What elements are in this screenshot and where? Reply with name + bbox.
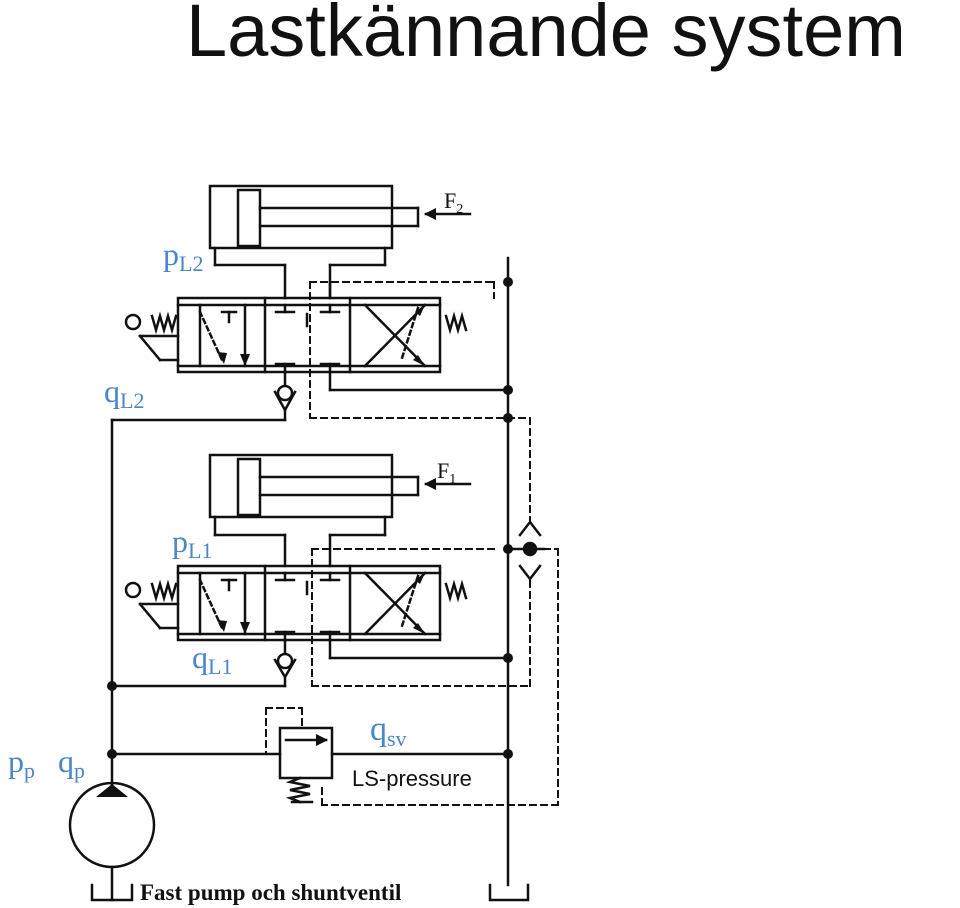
slide-title-text: Lastkännande system — [186, 0, 906, 72]
tank-symbols — [90, 865, 530, 902]
label-pL1: pL1 — [172, 523, 212, 563]
return-line — [328, 256, 510, 887]
label-qp: qp — [58, 743, 85, 783]
cylinder-2 — [208, 184, 420, 300]
valve-2 — [124, 296, 468, 374]
pump-supply-line — [110, 418, 510, 790]
force-arrow-f2 — [424, 208, 472, 220]
label-f2: F2 — [444, 188, 463, 217]
label-f1: F1 — [437, 458, 456, 487]
slide-title: Lastkännande system — [0, 0, 960, 90]
ls-pressure-label: LS-pressure — [352, 766, 472, 791]
label-pL2: pL2 — [163, 236, 203, 276]
check-valve-1 — [273, 638, 297, 688]
label-qL2: qL2 — [104, 373, 144, 413]
shuttle-valve — [506, 519, 546, 582]
label-pp: pp — [8, 743, 35, 783]
junction-dots — [107, 277, 513, 759]
valve-1 — [124, 564, 468, 642]
label-qsv: qsv — [370, 711, 407, 751]
cylinder-1 — [208, 453, 420, 568]
force-arrow-f1 — [424, 478, 472, 490]
pump-symbol — [68, 781, 156, 869]
shunt-valve — [278, 726, 334, 804]
caption: Fast pump och shuntventil — [140, 880, 401, 905]
label-qL1: qL1 — [192, 639, 232, 679]
ls-signal-lines — [265, 281, 559, 806]
check-valve-2 — [273, 370, 297, 422]
